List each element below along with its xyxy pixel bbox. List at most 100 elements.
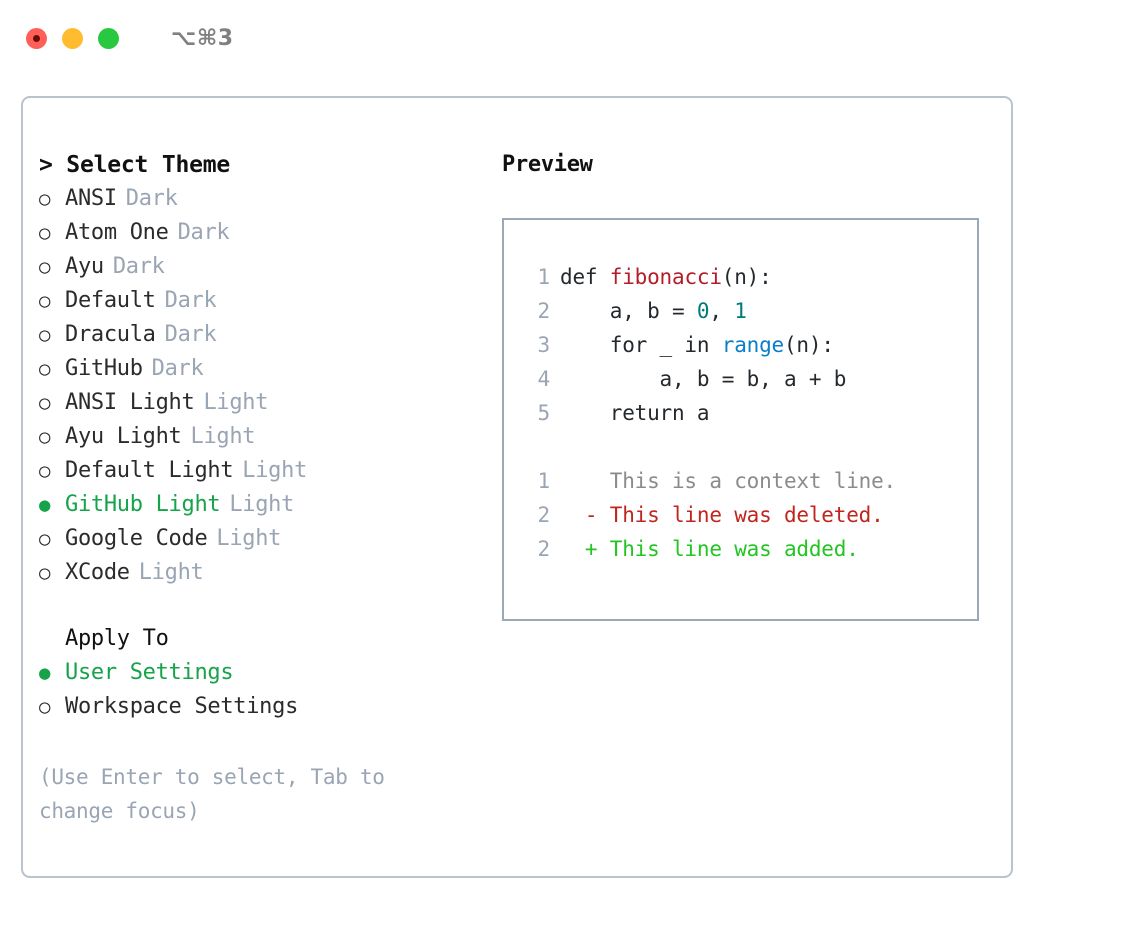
keyboard-hint: (Use Enter to select, Tab to change focu… <box>39 765 397 823</box>
code-token: a, b = <box>560 299 697 323</box>
code-line: 5 return a <box>524 396 977 430</box>
radio-unselected-icon: ○ <box>39 392 51 414</box>
preview-title: Preview <box>502 152 593 177</box>
theme-variant-badge: Light <box>242 458 308 483</box>
diff-line-text: - This line was deleted. <box>560 503 884 527</box>
radio-selected-icon: ● <box>39 662 51 684</box>
minimize-window-button[interactable] <box>62 27 83 49</box>
theme-option-label: Ayu <box>65 254 104 279</box>
code-line: 4 a, b = b, a + b <box>524 362 977 396</box>
theme-variant-badge: Light <box>138 560 204 585</box>
theme-option[interactable]: ○ ANSI Light Light <box>39 386 485 420</box>
theme-option[interactable]: ○ GitHub Dark <box>39 352 485 386</box>
code-line-text: a, b = 0, 1 <box>560 294 747 328</box>
theme-variant-badge: Light <box>229 492 295 517</box>
code-line: 3 for _ in range(n): <box>524 328 977 362</box>
theme-variant-badge: Dark <box>151 356 204 381</box>
code-token: return a <box>560 401 710 425</box>
line-number: 1 <box>537 265 551 289</box>
theme-option-label: Google Code <box>65 526 208 551</box>
radio-unselected-icon: ○ <box>39 324 51 346</box>
keyboard-shortcut-label: ⌥⌘3 <box>171 25 234 51</box>
diff-sample: 1 This is a context line.2 - This line w… <box>524 464 977 566</box>
radio-unselected-icon: ○ <box>39 528 51 550</box>
apply-to-list: ●User Settings ○ Workspace Settings <box>39 656 485 724</box>
theme-option-label: GitHub <box>65 356 143 381</box>
theme-option-label: Atom One <box>65 220 169 245</box>
code-token: def <box>560 265 610 289</box>
code-line-text: a, b = b, a + b <box>560 362 847 396</box>
apply-to-option-label: Workspace Settings <box>65 694 299 719</box>
theme-variant-badge: Dark <box>164 288 217 313</box>
apply-to-option[interactable]: ●User Settings <box>39 656 485 690</box>
radio-unselected-icon: ○ <box>39 256 51 278</box>
theme-variant-badge: Light <box>216 526 282 551</box>
theme-option-label: Default Light <box>65 458 234 483</box>
line-number: 1 <box>537 469 551 493</box>
diff-line: 2 - This line was deleted. <box>524 498 977 532</box>
radio-unselected-icon: ○ <box>39 222 51 244</box>
line-number: 5 <box>537 401 551 425</box>
diff-line-text: This is a context line. <box>560 469 896 493</box>
theme-option-label: Dracula <box>65 322 156 347</box>
code-line-text: def fibonacci(n): <box>560 260 772 294</box>
radio-unselected-icon: ○ <box>39 188 51 210</box>
page-title: > Select Theme <box>39 152 231 178</box>
code-token: for _ in <box>560 333 722 357</box>
code-token: range <box>721 333 784 357</box>
line-number: 2 <box>537 503 551 527</box>
window-controls <box>26 27 119 49</box>
theme-variant-badge: Light <box>203 390 269 415</box>
theme-variant-badge: Dark <box>125 186 178 211</box>
code-token: , <box>709 299 735 323</box>
diff-line-text: + This line was added. <box>560 537 859 561</box>
code-token: fibonacci <box>609 265 722 289</box>
line-number: 2 <box>537 537 551 561</box>
theme-variant-badge: Dark <box>112 254 165 279</box>
theme-option[interactable]: ○ Ayu Dark <box>39 250 485 284</box>
line-number: 3 <box>537 333 551 357</box>
radio-unselected-icon: ○ <box>39 426 51 448</box>
theme-option[interactable]: ○ ANSI Dark <box>39 182 485 216</box>
theme-option-label: ANSI Light <box>65 390 195 415</box>
code-line-text: for _ in range(n): <box>560 328 834 362</box>
theme-option-label: XCode <box>65 560 130 585</box>
line-number: 2 <box>537 299 551 323</box>
code-token: a, b = b, a + b <box>560 367 847 391</box>
apply-to-heading: Apply To <box>65 626 169 651</box>
theme-option-label: ANSI <box>65 186 117 211</box>
code-token: (n): <box>721 265 772 289</box>
theme-option[interactable]: ○ Google Code Light <box>39 522 485 556</box>
apply-to-option[interactable]: ○ Workspace Settings <box>39 690 485 724</box>
code-token: 0 <box>696 299 710 323</box>
code-line: 2 a, b = 0, 1 <box>524 294 977 328</box>
maximize-window-button[interactable] <box>98 27 119 49</box>
code-token: 1 <box>734 299 747 323</box>
line-number: 4 <box>537 367 551 391</box>
theme-variant-badge: Light <box>190 424 256 449</box>
theme-variant-badge: Dark <box>177 220 230 245</box>
diff-line: 2 + This line was added. <box>524 532 977 566</box>
diff-line: 1 This is a context line. <box>524 464 977 498</box>
radio-unselected-icon: ○ <box>39 358 51 380</box>
close-window-button[interactable] <box>26 27 47 49</box>
radio-unselected-icon: ○ <box>39 290 51 312</box>
theme-option[interactable]: ○ Atom One Dark <box>39 216 485 250</box>
radio-unselected-icon: ○ <box>39 696 51 718</box>
radio-selected-icon: ● <box>39 494 51 516</box>
theme-option[interactable]: ○ Dracula Dark <box>39 318 485 352</box>
theme-variant-badge: Dark <box>164 322 217 347</box>
code-line-text: return a <box>560 396 710 430</box>
